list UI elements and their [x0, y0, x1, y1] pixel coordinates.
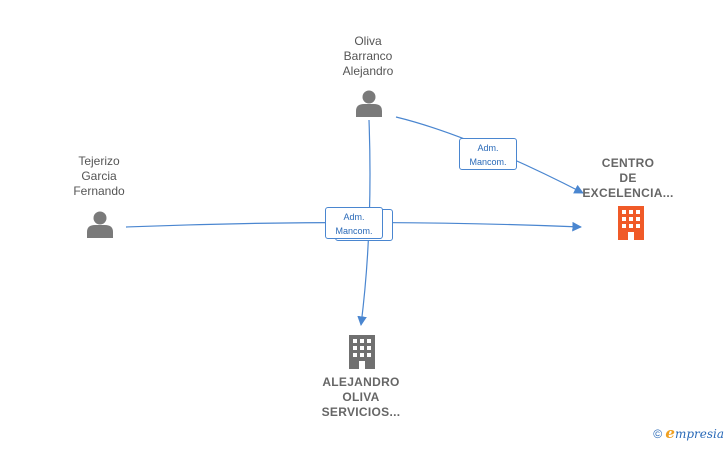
- building-icon[interactable]: [346, 335, 378, 369]
- person-label-tejerizo[interactable]: Tejerizo Garcia Fernando: [73, 154, 125, 198]
- copyright-icon: ©: [653, 427, 663, 441]
- person-icon[interactable]: [355, 89, 383, 117]
- building-icon[interactable]: [615, 206, 647, 240]
- person-label-oliva[interactable]: Oliva Barranco Alejandro: [342, 34, 394, 78]
- company-label-centro[interactable]: CENTRO DE EXCELENCIA...: [582, 156, 674, 200]
- person-icon[interactable]: [86, 210, 114, 238]
- brand-logo: empresia: [665, 424, 724, 442]
- role-badge-center[interactable]: Adm. Mancom.: [325, 207, 383, 239]
- role-badge-oliva-centro[interactable]: Adm. Mancom.: [459, 138, 517, 170]
- footer-brand: © empresia: [653, 424, 724, 442]
- company-label-alejandro[interactable]: ALEJANDRO OLIVA SERVICIOS...: [321, 375, 401, 419]
